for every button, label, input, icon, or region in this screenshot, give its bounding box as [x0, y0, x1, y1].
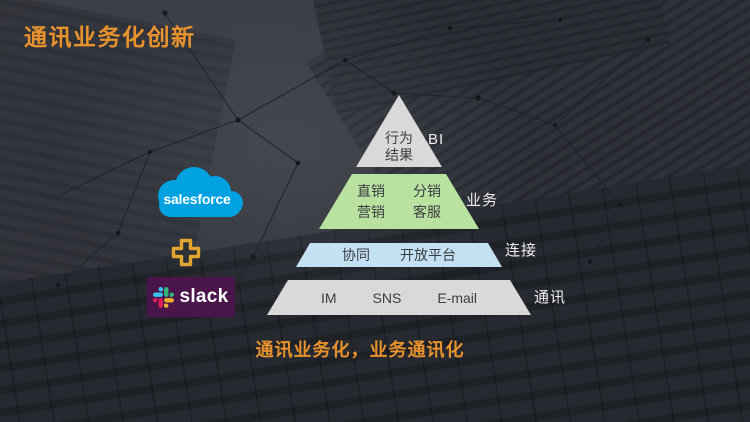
side-label-bi: BI [428, 131, 445, 148]
pyramid-level-connection: 协同 开放平台 [296, 243, 502, 267]
side-label-communication: 通讯 [534, 289, 567, 306]
level-communication-item: SNS [372, 289, 402, 306]
level-business-cell: 营销 [357, 204, 385, 220]
slack-logo: slack [147, 277, 235, 317]
slide-slogan: 通讯业务化，业务通讯化 [255, 340, 465, 360]
pyramid-diagram: 行为 结果 直销 分销 营销 客服 协同 开放平台 IM SNS E-mail [267, 95, 531, 315]
slack-wordmark: slack [179, 286, 229, 307]
plus-icon [171, 238, 201, 267]
pyramid-level-communication: IM SNS E-mail [267, 280, 531, 315]
level-business-cell: 直销 [357, 183, 385, 199]
salesforce-logo: salesforce [146, 166, 248, 220]
level-connection-item: 协同 [342, 247, 370, 263]
slide-title: 通讯业务化创新 [24, 24, 196, 50]
level-insight-line: 结果 [385, 147, 413, 163]
level-business-cell: 分销 [413, 183, 441, 199]
salesforce-cloud-icon [158, 167, 243, 217]
side-label-connection: 连接 [505, 242, 538, 259]
pyramid-level-insight: 行为 结果 [356, 95, 442, 167]
side-label-business: 业务 [466, 192, 499, 209]
salesforce-wordmark: salesforce [163, 191, 231, 207]
level-connection-item: 开放平台 [400, 247, 456, 263]
slack-mark-icon [153, 286, 175, 308]
level-insight-line: 行为 [385, 130, 413, 146]
level-communication-item: IM [320, 289, 337, 306]
level-communication-item: E-mail [437, 289, 478, 306]
level-business-cell: 客服 [413, 204, 441, 220]
